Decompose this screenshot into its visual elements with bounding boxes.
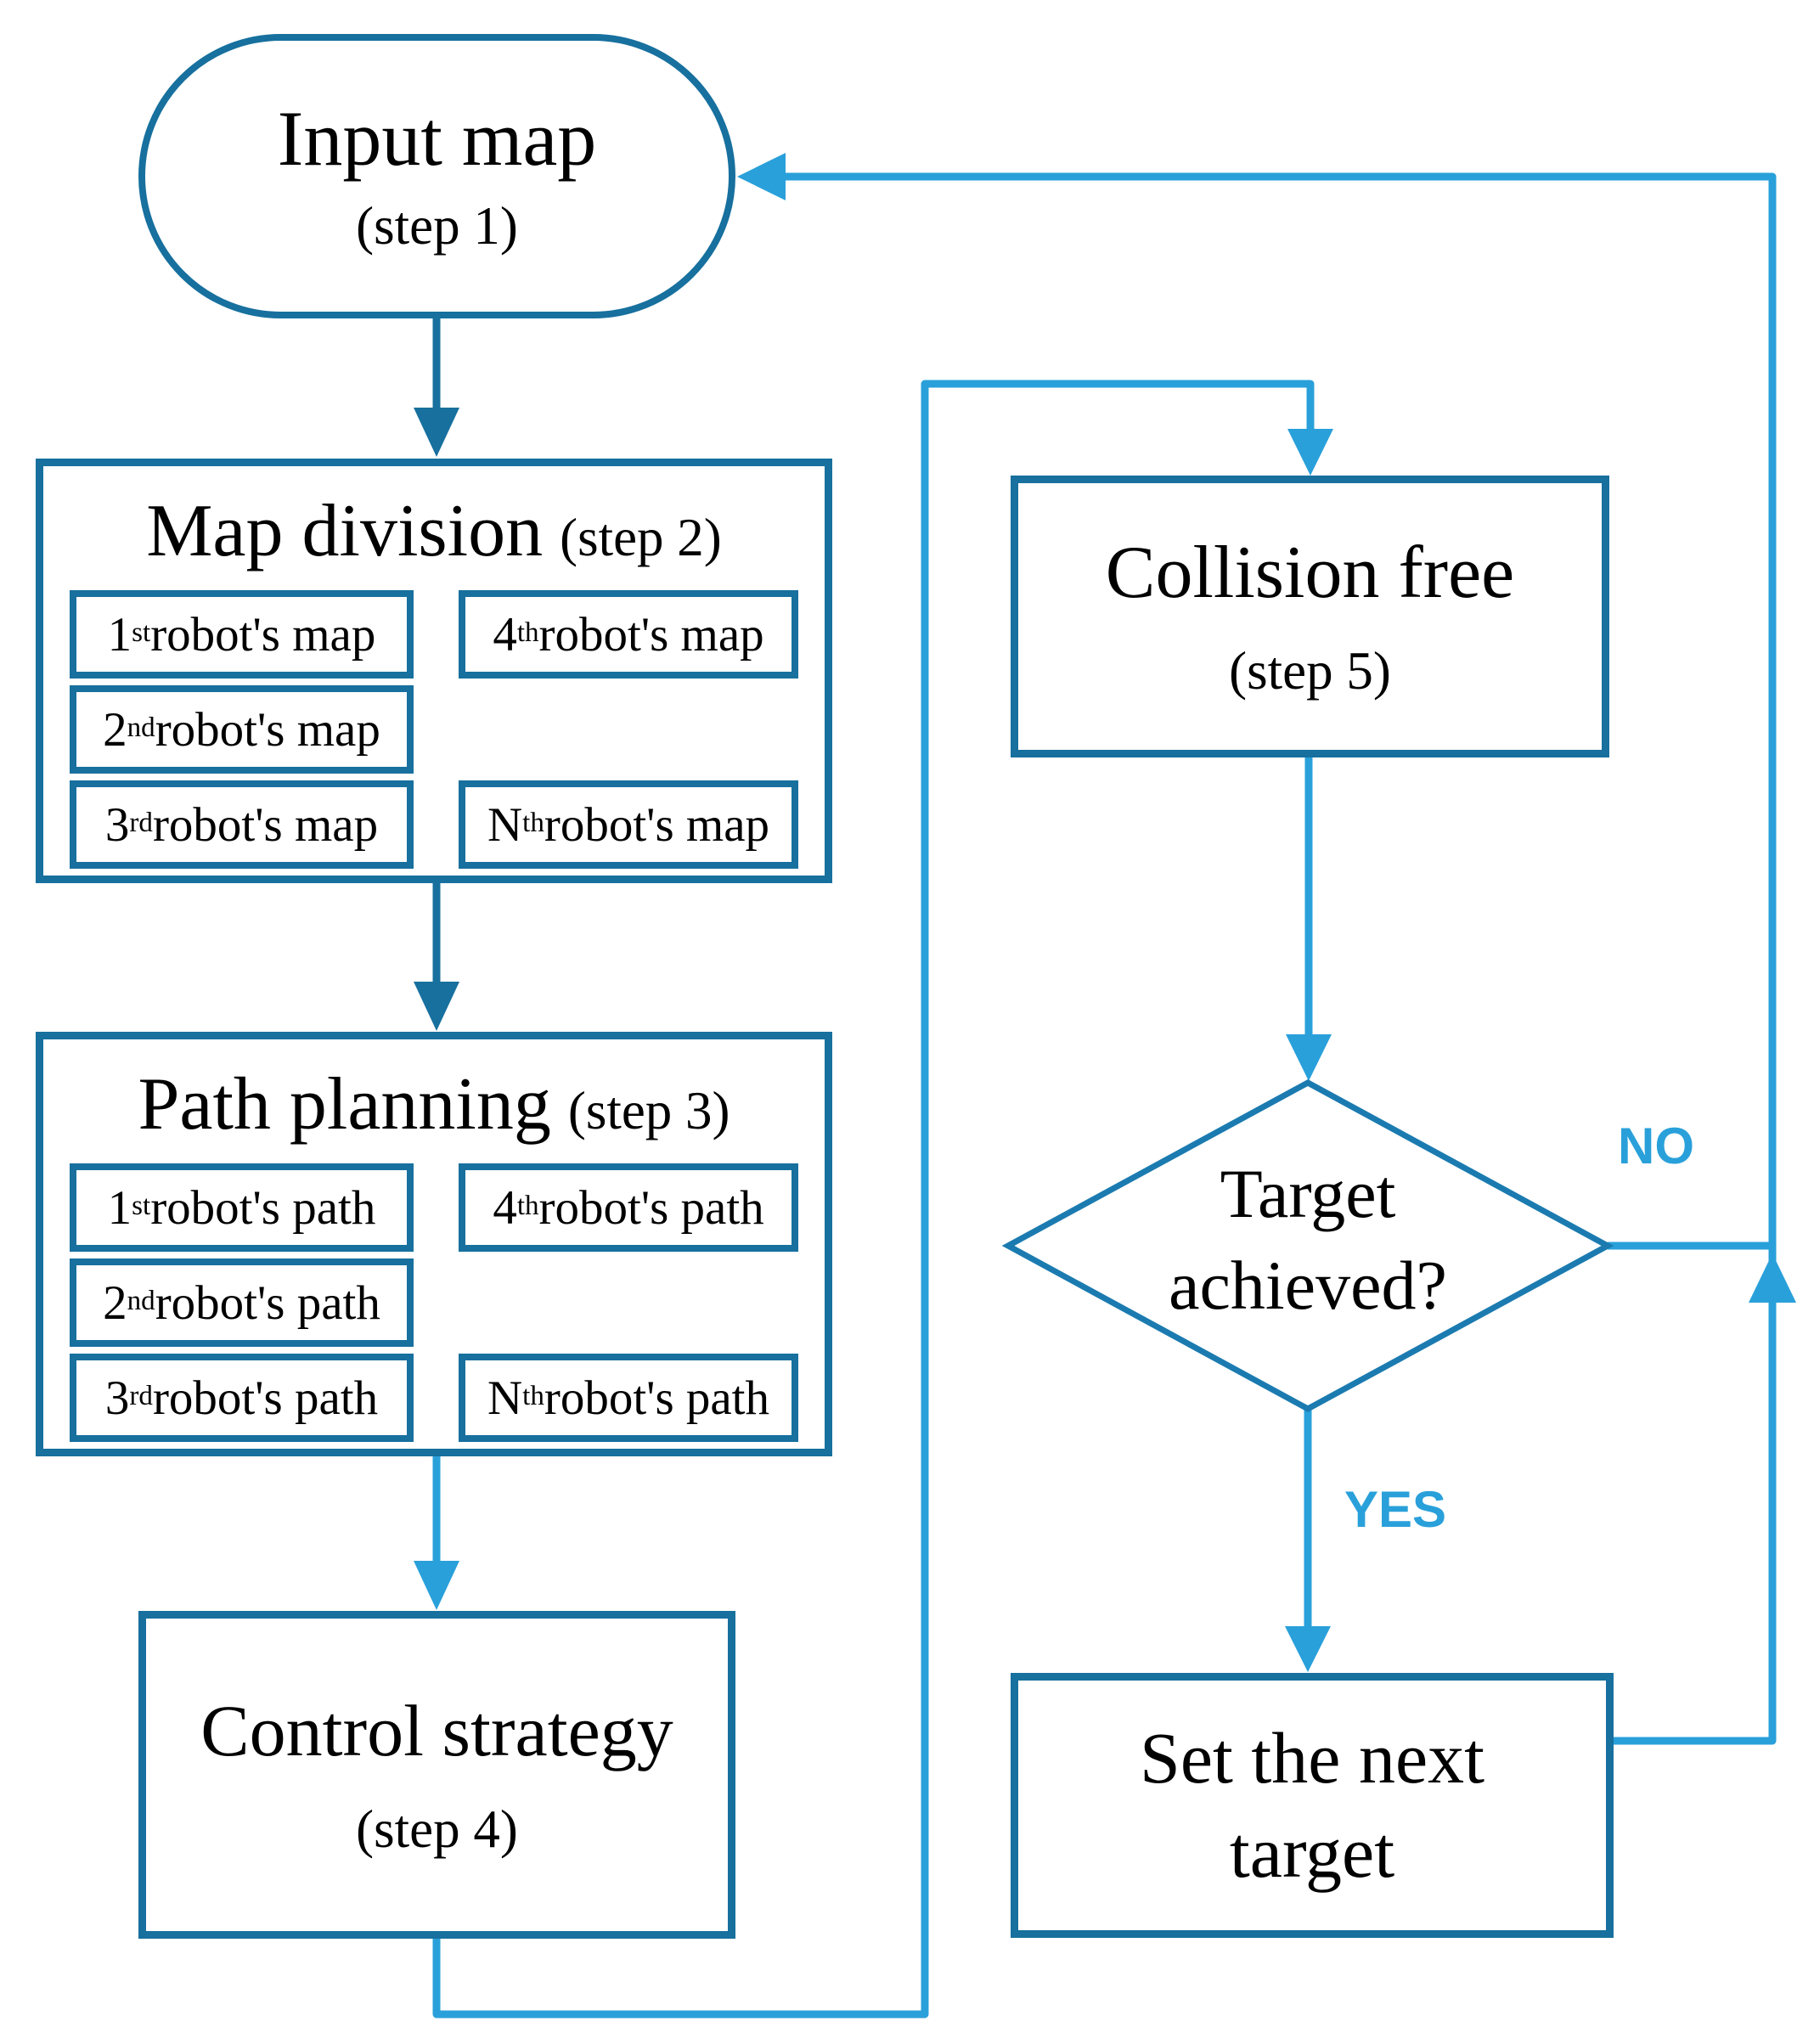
arrow-into-map-division-icon: [414, 408, 459, 457]
arrow-into-collision-free-icon: [1287, 429, 1333, 476]
path-planning-title-text: Path planning: [138, 1063, 551, 1146]
arrow-into-set-next-target-icon: [1285, 1626, 1331, 1672]
subbox-1st-map-sup: st: [132, 617, 151, 648]
path-planning-step: (step 3): [567, 1081, 730, 1140]
subbox-4th-path-rest: robot's path: [538, 1180, 764, 1235]
subbox-2nd-map-sup: nd: [127, 712, 155, 743]
set-next-target-line1: Set the next: [1139, 1717, 1485, 1799]
node-control-strategy: Control strategy (step 4): [138, 1611, 735, 1939]
control-strategy-step: (step 4): [356, 1799, 518, 1859]
subbox-3rd-path-rest: robot's path: [152, 1371, 379, 1425]
subbox-1st-path-rest: robot's path: [150, 1180, 376, 1235]
map-division-title: Map division (step 2): [43, 488, 825, 574]
subbox-3rd-map-sup: rd: [129, 807, 153, 838]
input-map-title: Input map: [277, 95, 597, 182]
subbox-4th-map-num: 4: [493, 607, 517, 662]
subbox-nth-map-num: N: [487, 797, 523, 852]
subbox-1st-path-num: 1: [107, 1180, 132, 1235]
no-branch-label: NO: [1618, 1118, 1694, 1174]
arrow-merge-up-icon: [1749, 1253, 1796, 1303]
node-collision-free: Collision free (step 5): [1011, 476, 1609, 757]
collision-free-step: (step 5): [1229, 640, 1391, 701]
yes-branch-label: YES: [1344, 1481, 1447, 1538]
subbox-2nd-path-sup: nd: [127, 1285, 155, 1316]
arrow-into-control-strategy-icon: [414, 1561, 459, 1610]
node-input-map: Input map (step 1): [138, 34, 735, 318]
node-set-next-target: Set the next target: [1011, 1673, 1614, 1938]
subbox-2nd-map-num: 2: [103, 702, 127, 757]
set-next-target-line2: target: [1229, 1811, 1395, 1893]
target-achieved-line2: achieved?: [1169, 1247, 1447, 1325]
map-division-title-text: Map division: [146, 490, 544, 572]
subbox-4th-path-sup: th: [516, 1190, 539, 1221]
subbox-2nd-path-rest: robot's path: [155, 1275, 380, 1330]
subbox-3rd-path-num: 3: [104, 1371, 130, 1425]
map-division-step: (step 2): [560, 508, 722, 567]
subbox-3rd-map-num: 3: [104, 797, 130, 852]
path-planning-title: Path planning (step 3): [43, 1061, 825, 1147]
target-achieved-text: Target achieved?: [1096, 1148, 1520, 1332]
input-map-step: (step 1): [356, 196, 518, 256]
subbox-4th-map-sup: th: [516, 617, 539, 648]
subbox-4th-path-num: 4: [493, 1180, 517, 1235]
subbox-nth-path-num: N: [487, 1371, 523, 1425]
target-achieved-line1: Target: [1220, 1155, 1396, 1232]
subbox-1st-map-rest: robot's map: [150, 607, 376, 662]
subbox-2nd-path-num: 2: [103, 1275, 127, 1330]
arrow-into-diamond-icon: [1286, 1034, 1332, 1081]
subbox-nth-map-sup: th: [522, 807, 544, 838]
node-target-achieved-diamond: [1001, 1079, 1614, 1412]
subbox-4th-map-rest: robot's map: [538, 607, 764, 662]
line-control-to-collision: [432, 380, 1315, 2019]
subbox-nth-map-rest: robot's map: [544, 797, 770, 852]
control-strategy-title: Control strategy: [200, 1689, 673, 1771]
collision-free-title: Collision free: [1105, 531, 1515, 614]
subbox-nth-path-sup: th: [522, 1380, 544, 1411]
subbox-nth-path-rest: robot's path: [544, 1371, 770, 1425]
arrow-into-input-map-icon: [737, 153, 786, 200]
subbox-2nd-map-rest: robot's map: [155, 702, 380, 757]
line-loop-back-to-input: [786, 172, 1777, 1745]
subbox-1st-path-sup: st: [132, 1190, 151, 1221]
subbox-1st-map-num: 1: [107, 607, 132, 662]
arrow-into-path-planning-icon: [414, 982, 459, 1031]
subbox-3rd-map-rest: robot's map: [152, 797, 379, 852]
subbox-3rd-path-sup: rd: [129, 1380, 153, 1411]
